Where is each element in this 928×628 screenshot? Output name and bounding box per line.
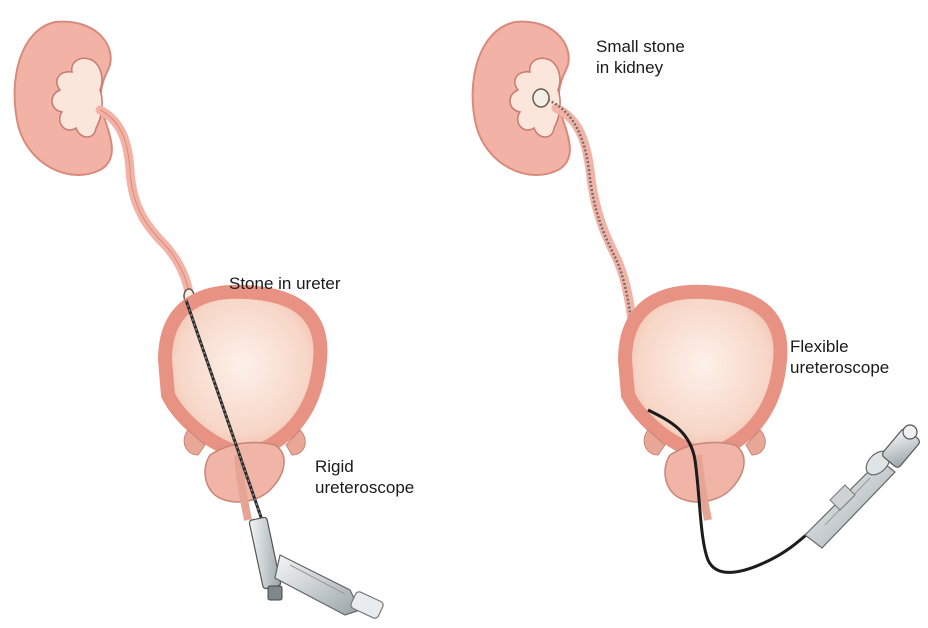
left-bladder (165, 292, 320, 520)
label-small-stone-line2: in kidney (596, 57, 685, 78)
label-flexible-ureteroscope: Flexible ureteroscope (790, 336, 889, 378)
right-kidney (473, 22, 570, 175)
rigid-scope-handle (249, 517, 384, 620)
label-stone-in-ureter-text: Stone in ureter (229, 273, 341, 294)
flexible-scope-handle (805, 425, 921, 548)
right-panel-flexible (473, 22, 921, 573)
label-small-stone-in-kidney: Small stone in kidney (596, 36, 685, 78)
label-rigid-line2: ureteroscope (315, 477, 414, 498)
label-flexible-line1: Flexible (790, 336, 889, 357)
label-flexible-line2: ureteroscope (790, 357, 889, 378)
label-rigid-line1: Rigid (315, 456, 414, 477)
label-rigid-ureteroscope: Rigid ureteroscope (315, 456, 414, 498)
label-stone-in-ureter: Stone in ureter (229, 273, 341, 294)
label-small-stone-line1: Small stone (596, 36, 685, 57)
left-panel-rigid (15, 22, 385, 620)
left-kidney (15, 22, 112, 175)
right-bladder (625, 292, 780, 520)
kidney-stone (533, 89, 549, 107)
